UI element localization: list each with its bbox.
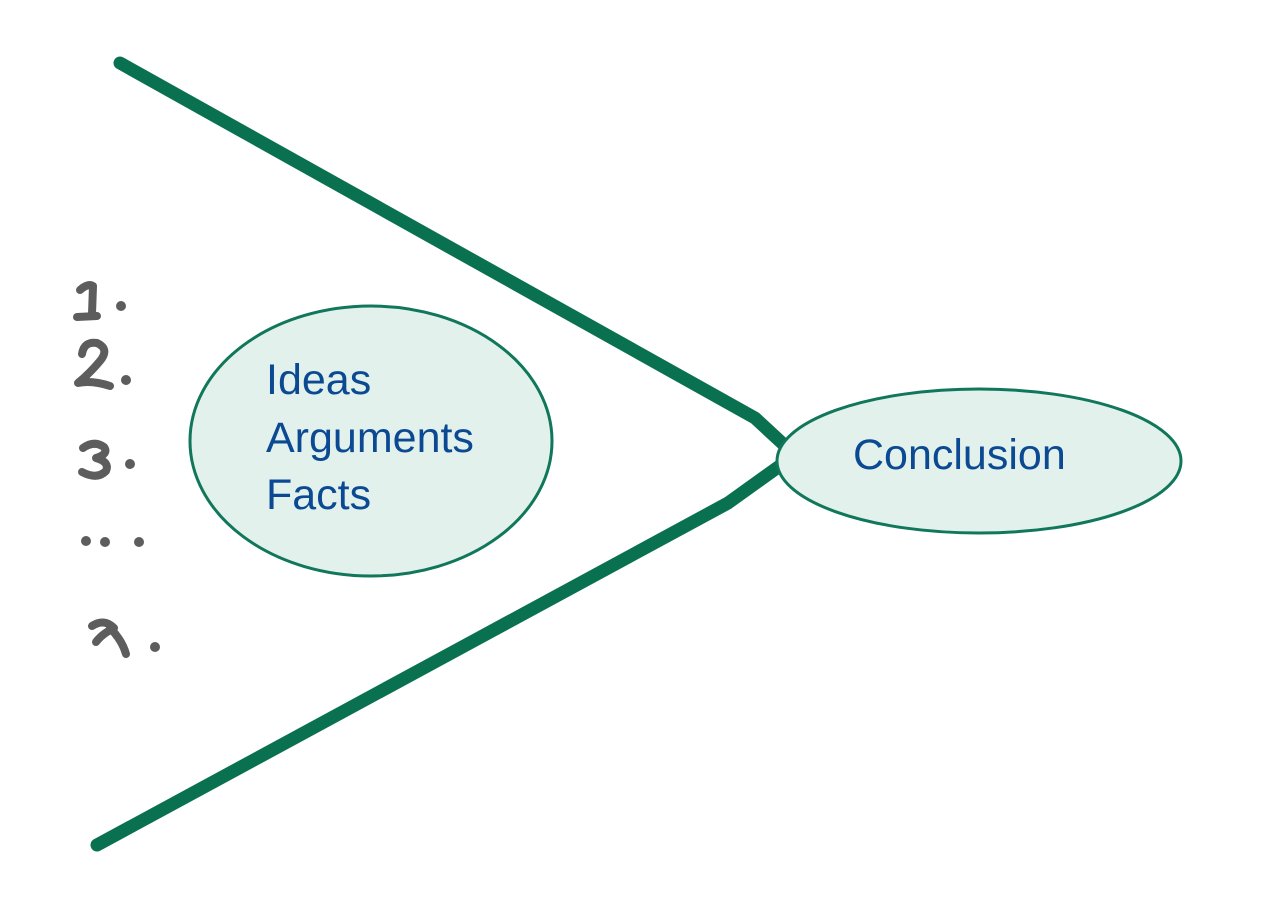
handwritten-marker-2	[74, 338, 131, 390]
handwritten-marker-n	[88, 618, 160, 658]
conclusion-label: Conclusion	[853, 431, 1066, 479]
funnel-lower-line	[90, 448, 802, 852]
handwritten-marker-ellipsis	[81, 536, 144, 547]
handwritten-list	[73, 281, 160, 658]
handwritten-marker-3	[78, 439, 135, 480]
arguments-label: Arguments	[266, 414, 474, 462]
conclusion-bubble	[775, 387, 1183, 535]
ideas-label: Ideas	[266, 356, 371, 404]
ideas-bubble-text: Ideas Arguments Facts	[266, 356, 486, 519]
handwritten-marker-1	[73, 281, 126, 321]
funnel-upper-line	[113, 56, 802, 462]
facts-label: Facts	[266, 471, 371, 519]
ideas-bubble	[188, 304, 554, 578]
